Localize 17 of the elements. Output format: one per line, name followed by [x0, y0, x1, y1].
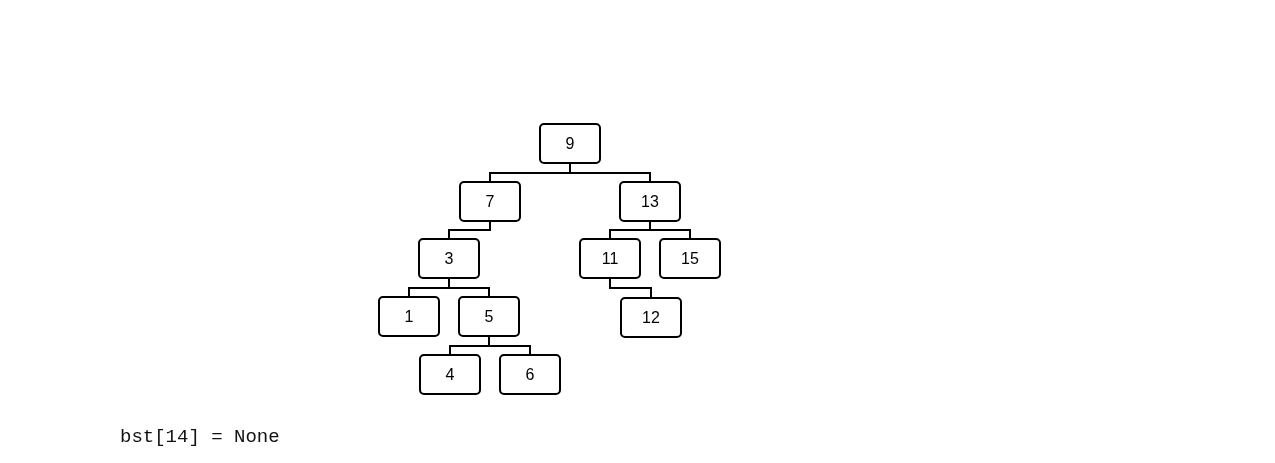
- connector-line: [448, 278, 490, 297]
- tree-node-box: 6: [499, 354, 561, 395]
- tree-node-box: 12: [620, 297, 682, 338]
- tree-node-box: 15: [659, 238, 721, 279]
- connector-line: [609, 278, 652, 298]
- connector-line: [488, 336, 531, 355]
- tree-node-box: 1: [378, 296, 440, 337]
- tree-node-box: 9: [539, 123, 601, 164]
- tree-node-box: 4: [419, 354, 481, 395]
- tree-node-box: 11: [579, 238, 641, 279]
- tree-node-box: 3: [418, 238, 480, 279]
- connector-line: [569, 163, 651, 182]
- code-line: bst[14] = None: [120, 426, 280, 448]
- tree-node-box: 5: [458, 296, 520, 337]
- tree-node-box: 13: [619, 181, 681, 222]
- tree-node-box: 7: [459, 181, 521, 222]
- connector-line: [448, 221, 491, 239]
